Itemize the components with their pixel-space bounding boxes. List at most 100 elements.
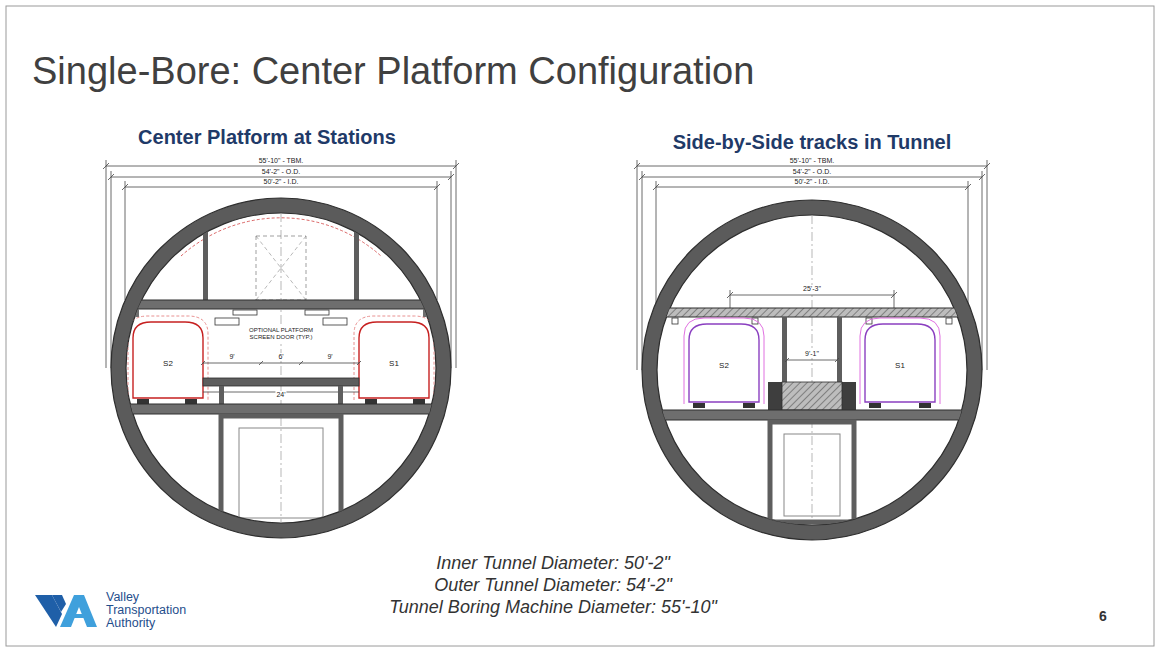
- dimension-label: 55'-10" - TBM.: [258, 157, 305, 165]
- platform-dimensions: [203, 363, 359, 364]
- caption-line: Outer Tunnel Diameter: 54'-2": [434, 575, 672, 596]
- wall: [354, 218, 359, 300]
- screen-door: [215, 318, 239, 325]
- bogies: [137, 399, 149, 404]
- center-axis: [281, 213, 282, 523]
- bogies: [693, 403, 931, 408]
- dimension-lines: [125, 187, 437, 188]
- lower-slab: [121, 404, 441, 414]
- dimension-lines: [637, 160, 638, 370]
- station-tunnel-section: [111, 198, 451, 538]
- track-label: S1: [388, 359, 400, 368]
- bogies: [919, 403, 931, 408]
- dimension-label: 50'-2" - I.D.: [794, 178, 831, 186]
- dimension-label: 54'-2" - O.D.: [792, 168, 832, 176]
- running-tunnel-section: [642, 200, 982, 540]
- dynamic-envelope: [354, 316, 434, 400]
- bogies: [413, 399, 425, 404]
- platform: [203, 378, 359, 386]
- ceiling-fixtures: [672, 318, 952, 324]
- bogies: [185, 399, 197, 404]
- dimension-label: 9': [228, 353, 235, 361]
- tunnel-interior: [256, 236, 306, 300]
- tunnel-interior: [652, 215, 972, 525]
- ceiling-fixtures: [946, 318, 952, 324]
- dimension-lines: [111, 171, 112, 368]
- tunnel-lining: [111, 198, 451, 538]
- bogies: [743, 403, 755, 408]
- walkway-block: [842, 382, 856, 410]
- caption-line: Tunnel Boring Machine Diameter: 55'-10": [389, 597, 717, 618]
- utility-chamber: [770, 422, 854, 522]
- dimension-lines: [437, 181, 438, 300]
- dynamic-envelope: [860, 318, 940, 404]
- lower-slab: [652, 410, 972, 420]
- dimension-lines: [634, 163, 990, 190]
- ceiling-fixtures: [672, 318, 678, 324]
- dynamic-envelope: [684, 318, 764, 404]
- bogies: [693, 403, 705, 408]
- bogies: [869, 403, 881, 408]
- platform-post: [219, 386, 224, 404]
- center-wall: [837, 317, 842, 383]
- track-label: S1: [894, 361, 906, 370]
- ceiling-dimension: [730, 295, 894, 296]
- haunch: [121, 309, 139, 317]
- dimension-lines: [637, 166, 987, 167]
- dimension-lines: [125, 181, 126, 300]
- utility-chamber: [239, 428, 323, 518]
- light-fixture: [305, 310, 329, 315]
- train-outline: [359, 322, 429, 398]
- tunnel-lining: [642, 200, 982, 540]
- dimension-label: 6': [277, 353, 284, 361]
- clearance-arc: [181, 218, 381, 256]
- page-number: 6: [1099, 608, 1107, 624]
- track-label: S2: [718, 361, 730, 370]
- callout-note: OPTIONAL PLATFORM SCREEN DOOR (TYP.): [248, 327, 314, 341]
- track-label: S2: [162, 359, 174, 368]
- logo-mark: [35, 595, 97, 627]
- section-heading: Side-by-Side tracks in Tunnel: [673, 131, 952, 154]
- upper-slab: [652, 308, 972, 317]
- caption-line: Inner Tunnel Diameter: 50'-2": [436, 553, 670, 574]
- logo-mark: [70, 614, 86, 618]
- train-outline: [133, 322, 203, 398]
- dimension-lines: [968, 181, 969, 305]
- ceiling-dimension: [730, 290, 731, 308]
- dimension-label: 55'-10" - TBM.: [789, 157, 836, 165]
- dimension-label: 50'-2" - I.D.: [263, 178, 300, 186]
- dimension-lines: [656, 181, 657, 305]
- dimension-lines: [451, 171, 452, 368]
- upper-slab: [121, 300, 441, 309]
- haunch: [423, 309, 441, 317]
- dimension-lines: [456, 160, 457, 368]
- walkway-block: [768, 382, 782, 410]
- dimension-lines: [106, 166, 456, 167]
- platform-dimensions: [201, 361, 361, 365]
- vent-shaft: [256, 236, 306, 300]
- dynamic-envelope: [128, 316, 208, 400]
- dimension-label: 25'-3": [802, 285, 822, 293]
- bogies: [365, 399, 377, 404]
- slide-title: Single-Bore: Center Platform Configurati…: [32, 50, 754, 94]
- light-fixture: [233, 310, 257, 315]
- screen-door: [323, 318, 347, 325]
- platform-post: [338, 386, 343, 404]
- gap-dimension: [787, 360, 837, 361]
- center-axis: [812, 215, 813, 525]
- wall: [203, 218, 208, 300]
- gap-dimension: [785, 358, 839, 362]
- dimension-label: 9'-1": [804, 350, 820, 358]
- logo-mark: [52, 595, 66, 612]
- platform-dimensions: [201, 361, 361, 392]
- section-heading: Center Platform at Stations: [138, 126, 396, 149]
- utility-chamber: [221, 416, 341, 526]
- logo-text: Valley Transportation Authority: [106, 591, 206, 630]
- dimension-lines: [106, 160, 107, 368]
- gap-dimension: [785, 358, 839, 362]
- dimension-label: 54'-2" - O.D.: [261, 168, 301, 176]
- dimension-label: 24': [275, 391, 286, 399]
- tunnel-interior: [121, 213, 441, 526]
- slide-border: [6, 6, 1154, 646]
